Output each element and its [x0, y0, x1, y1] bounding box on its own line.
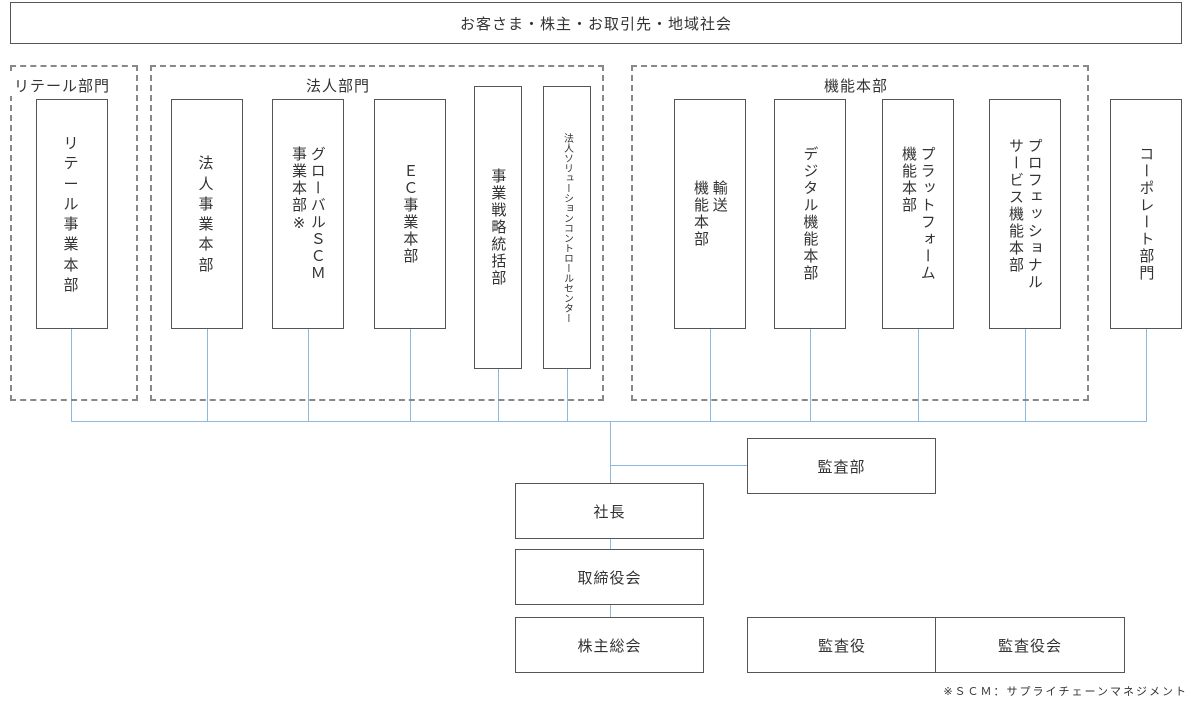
connector-global-scm [308, 329, 309, 421]
connector-ec [410, 329, 411, 421]
unit-platform-label: プラットフォーム 機能本部 [900, 146, 937, 282]
connector-solution [567, 369, 568, 421]
unit-digital-label: デジタル機能本部 [801, 146, 820, 282]
unit-strategy: 事業戦略統括部 [474, 86, 522, 369]
unit-strategy-label: 事業戦略統括部 [489, 168, 508, 287]
footnote: ※ＳＣＭ：サプライチェーンマネジメント [943, 685, 1188, 698]
unit-ec-hq: ＥＣ事業本部 [374, 99, 446, 329]
group-corporate [150, 65, 604, 401]
connector-retail [71, 329, 72, 421]
unit-logistics: 輸送 機能本部 [674, 99, 746, 329]
unit-global-scm: グローバルＳＣＭ 事業本部※ [272, 99, 344, 329]
unit-solution-center-label: 法人ソリューションコントロールセンター [561, 132, 573, 323]
unit-logistics-label: 輸送 機能本部 [692, 180, 729, 248]
connector-strategy [498, 369, 499, 421]
president-box: 社長 [515, 483, 704, 539]
audit-board-box: 監査役会 [935, 617, 1125, 673]
unit-global-scm-label: グローバルＳＣＭ 事業本部※ [290, 146, 327, 282]
board-box: 取締役会 [515, 549, 704, 605]
unit-corporate-dept: コーポレート部門 [1110, 99, 1182, 329]
unit-platform: プラットフォーム 機能本部 [882, 99, 954, 329]
connector-audit [610, 465, 747, 466]
group-functions [631, 65, 1089, 401]
group-retail-label: リテール部門 [10, 75, 115, 96]
connector-logistics [710, 329, 711, 421]
connector-corporate-hq [207, 329, 208, 421]
unit-solution-center: 法人ソリューションコントロールセンター [543, 86, 591, 369]
unit-retail-hq: リ テ ー ル 事 業 本 部 [36, 99, 108, 329]
unit-corporate-dept-label: コーポレート部門 [1137, 146, 1156, 282]
auditor-box: 監査役 [747, 617, 937, 673]
connector-top-bus [71, 421, 1147, 422]
connector-corporate-dept [1146, 329, 1147, 421]
unit-corporate-hq: 法 人 事 業 本 部 [171, 99, 243, 329]
connector-platform [918, 329, 919, 421]
audit-dept-box: 監査部 [747, 438, 936, 494]
unit-retail-hq-label: リ テ ー ル 事 業 本 部 [63, 134, 81, 294]
unit-professional: プロフェッショナル サービス機能本部 [989, 99, 1061, 329]
stakeholders-box: お客さま・株主・お取引先・地域社会 [10, 2, 1182, 44]
unit-ec-hq-label: ＥＣ事業本部 [401, 163, 420, 265]
connector-professional [1025, 329, 1026, 421]
shareholders-meeting-box: 株主総会 [515, 617, 704, 673]
unit-corporate-hq-label: 法 人 事 業 本 部 [198, 154, 216, 274]
unit-digital: デジタル機能本部 [774, 99, 846, 329]
group-functions-label: 機能本部 [820, 75, 893, 96]
group-corporate-label: 法人部門 [302, 75, 375, 96]
group-retail [10, 65, 138, 401]
unit-professional-label: プロフェッショナル サービス機能本部 [1007, 137, 1044, 291]
connector-digital [810, 329, 811, 421]
